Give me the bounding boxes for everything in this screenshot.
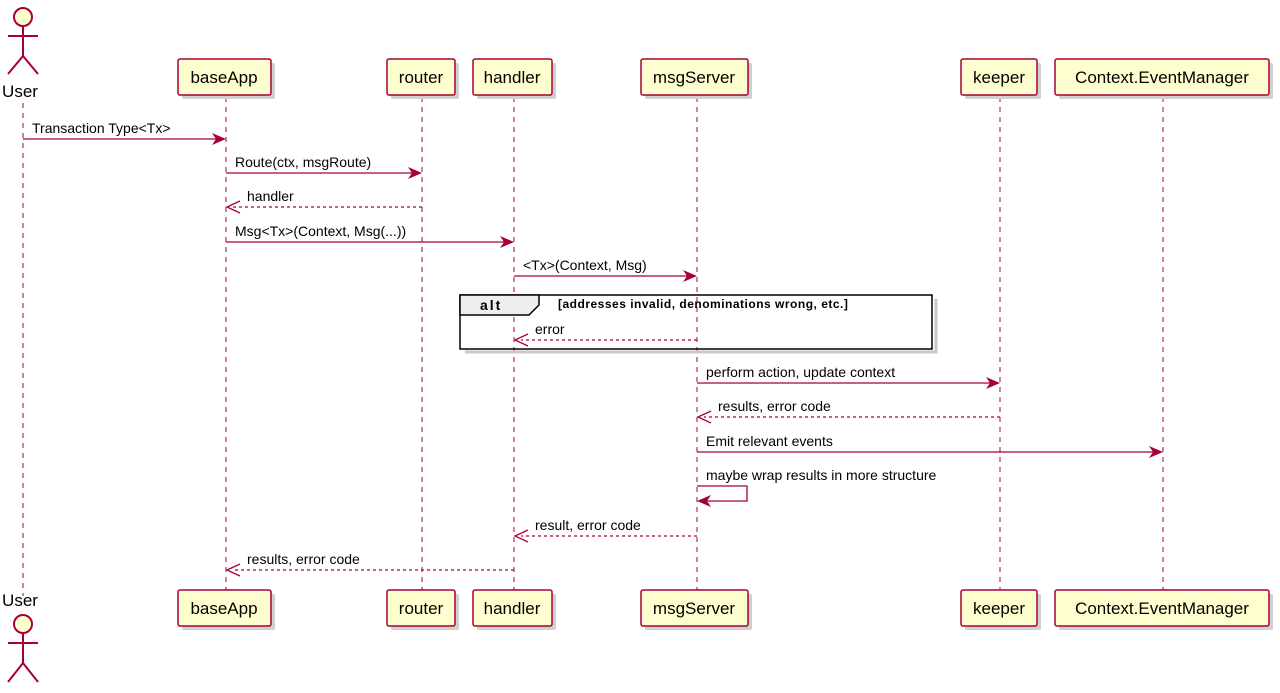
svg-text:Context.EventManager: Context.EventManager bbox=[1075, 599, 1249, 618]
actor-user-top: User bbox=[2, 7, 39, 101]
message-msg-tx: Msg<Tx>(Context, Msg(...)) bbox=[226, 223, 514, 248]
actor-head bbox=[13, 614, 33, 634]
svg-text:handler: handler bbox=[484, 599, 541, 618]
svg-text:perform action, update context: perform action, update context bbox=[706, 364, 895, 380]
message-perform-action: perform action, update context bbox=[697, 364, 1000, 389]
svg-text:results, error code: results, error code bbox=[718, 398, 831, 414]
participant-msgserver-bottom: msgServer bbox=[640, 589, 752, 630]
svg-text:msgServer: msgServer bbox=[653, 68, 736, 87]
participant-baseapp-top: baseApp bbox=[177, 58, 275, 99]
message-emit-events: Emit relevant events bbox=[697, 433, 1163, 458]
svg-text:baseApp: baseApp bbox=[190, 68, 257, 87]
participant-eventmanager-bottom: Context.EventManager bbox=[1054, 589, 1273, 630]
actor-user-label-top: User bbox=[2, 82, 38, 101]
alt-frame: alt [addresses invalid, denominations wr… bbox=[459, 294, 938, 354]
svg-text:keeper: keeper bbox=[973, 599, 1025, 618]
svg-text:baseApp: baseApp bbox=[190, 599, 257, 618]
message-results-baseapp: results, error code bbox=[225, 551, 514, 577]
svg-text:error: error bbox=[535, 321, 565, 337]
svg-text:<Tx>(Context, Msg): <Tx>(Context, Msg) bbox=[523, 257, 647, 273]
alt-frame-keyword: alt bbox=[480, 297, 502, 313]
svg-text:Context.EventManager: Context.EventManager bbox=[1075, 68, 1249, 87]
participant-keeper-bottom: keeper bbox=[960, 589, 1041, 630]
svg-text:router: router bbox=[399, 599, 444, 618]
svg-text:results, error code: results, error code bbox=[247, 551, 360, 567]
alt-frame-condition: [addresses invalid, denominations wrong,… bbox=[558, 297, 848, 311]
svg-text:keeper: keeper bbox=[973, 68, 1025, 87]
message-result-error: result, error code bbox=[513, 517, 697, 543]
svg-text:handler: handler bbox=[247, 188, 294, 204]
participant-handler-top: handler bbox=[472, 58, 556, 99]
svg-text:msgServer: msgServer bbox=[653, 599, 736, 618]
message-route: Route(ctx, msgRoute) bbox=[226, 154, 422, 179]
participant-eventmanager-top: Context.EventManager bbox=[1054, 58, 1273, 99]
message-handler-return: handler bbox=[225, 188, 422, 214]
participant-keeper-top: keeper bbox=[960, 58, 1041, 99]
svg-text:Route(ctx, msgRoute): Route(ctx, msgRoute) bbox=[235, 154, 371, 170]
actor-user-bottom: User bbox=[2, 591, 39, 683]
svg-text:maybe wrap results in more str: maybe wrap results in more structure bbox=[706, 467, 937, 483]
actor-head bbox=[13, 7, 33, 27]
svg-text:Emit relevant events: Emit relevant events bbox=[706, 433, 833, 449]
participant-handler-bottom: handler bbox=[472, 589, 556, 630]
message-tx-context: <Tx>(Context, Msg) bbox=[514, 257, 697, 282]
participant-baseapp-bottom: baseApp bbox=[177, 589, 275, 630]
actor-user-label-bottom: User bbox=[2, 591, 38, 610]
svg-text:result, error code: result, error code bbox=[535, 517, 641, 533]
svg-text:Msg<Tx>(Context, Msg(...)): Msg<Tx>(Context, Msg(...)) bbox=[235, 223, 406, 239]
message-keeper-results: results, error code bbox=[696, 398, 1000, 424]
message-self-wrap: maybe wrap results in more structure bbox=[697, 467, 937, 507]
participant-msgserver-top: msgServer bbox=[640, 58, 752, 99]
participant-router-bottom: router bbox=[386, 589, 459, 630]
svg-text:handler: handler bbox=[484, 68, 541, 87]
svg-text:Transaction Type<Tx>: Transaction Type<Tx> bbox=[32, 120, 171, 136]
participant-router-top: router bbox=[386, 58, 459, 99]
svg-text:router: router bbox=[399, 68, 444, 87]
message-transaction: Transaction Type<Tx> bbox=[23, 120, 226, 145]
message-error: error bbox=[513, 321, 697, 347]
